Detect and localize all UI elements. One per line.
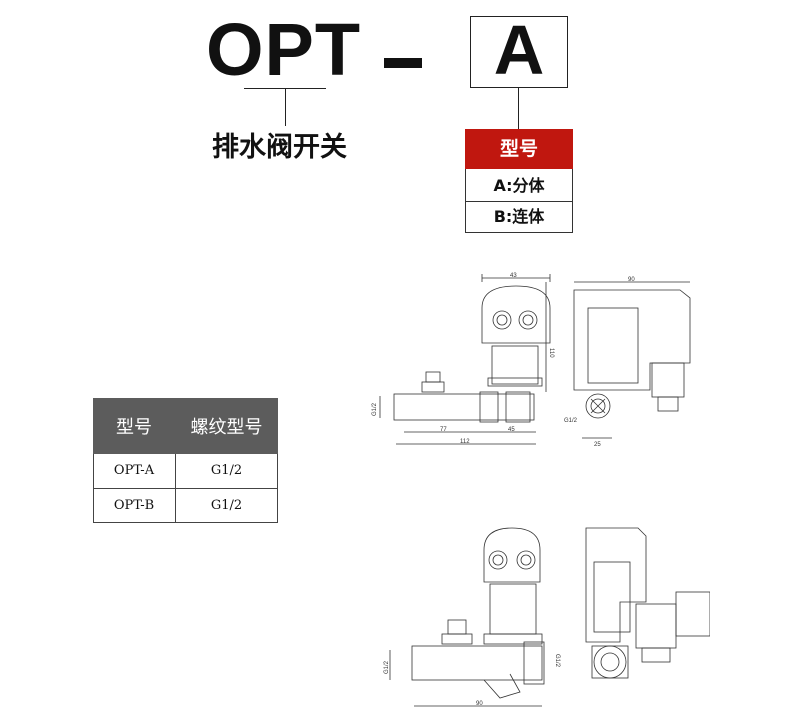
type-option-a: A:分体 bbox=[493, 176, 545, 195]
thread-table-header-model: 型号 bbox=[116, 417, 152, 438]
dim-top-width: 43 bbox=[510, 273, 517, 279]
thread-table-row-divider bbox=[93, 488, 278, 489]
model-code: OPT bbox=[206, 8, 362, 91]
dim-left-thread: G1/2 bbox=[372, 402, 378, 416]
thread-table-cell-model-b: OPT-B bbox=[113, 498, 155, 513]
dim-height: 110 bbox=[548, 348, 554, 358]
type-box-title: 型号 bbox=[465, 129, 573, 169]
dim-b-bottom: 90 bbox=[476, 701, 483, 707]
dim-side-25: 25 bbox=[594, 442, 601, 448]
type-option-b: B:连体 bbox=[493, 207, 545, 226]
dim-total: 112 bbox=[460, 439, 470, 445]
thread-table-cell-model-a: OPT-A bbox=[113, 463, 155, 478]
technical-drawing-split: 43 110 G1/2 77 45 112 90 G1/2 25 bbox=[372, 273, 691, 448]
thread-table-header bbox=[93, 398, 278, 454]
dim-45: 45 bbox=[508, 427, 515, 433]
dim-side-thread: G1/2 bbox=[564, 418, 578, 424]
option-letter: A bbox=[493, 11, 545, 89]
model-code-leader bbox=[285, 88, 286, 126]
dim-77: 77 bbox=[440, 427, 447, 433]
dim-b-right-thread: G1/2 bbox=[554, 654, 560, 668]
option-leader bbox=[518, 87, 519, 129]
type-box-divider bbox=[465, 201, 573, 202]
thread-table-cell-thread-a: G1/2 bbox=[210, 463, 243, 478]
thread-table-cell-thread-b: G1/2 bbox=[210, 498, 243, 513]
technical-drawing-combined: G1/2 G1/2 90 bbox=[384, 527, 710, 707]
product-label: 排水阀开关 bbox=[212, 132, 347, 163]
dash-separator bbox=[384, 58, 422, 68]
thread-table-header-thread: 螺纹型号 bbox=[190, 417, 263, 438]
dim-side-width: 90 bbox=[628, 277, 635, 283]
option-letter-box bbox=[470, 16, 568, 88]
dim-b-left-thread: G1/2 bbox=[384, 660, 390, 674]
